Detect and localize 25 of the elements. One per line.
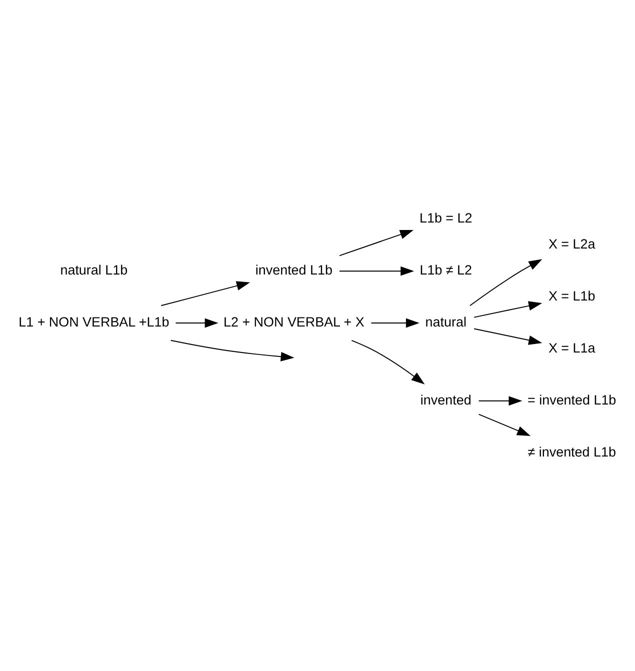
node-text: L1 + NON VERBAL +L1b — [18, 314, 170, 330]
arrow — [339, 266, 414, 276]
node-text: X = L1a — [548, 340, 596, 356]
node-text: invented — [420, 392, 472, 407]
node-text: invented L1b — [255, 262, 332, 278]
arrow — [474, 328, 542, 344]
arrow — [478, 396, 522, 406]
arrow — [478, 413, 531, 436]
arrow — [474, 300, 542, 318]
arrow — [351, 339, 425, 384]
node-text: X = L2a — [548, 236, 596, 252]
arrow — [175, 318, 218, 328]
arrow — [470, 258, 542, 306]
arrow — [339, 229, 414, 256]
node-text: X = L1b — [548, 288, 596, 304]
arrow — [160, 280, 250, 306]
node-text: natural — [425, 314, 466, 330]
arrow — [370, 318, 420, 328]
arrow — [170, 339, 294, 361]
node-text: L2 + NON VERBAL + X — [224, 314, 364, 330]
node-text: = invented L1b — [528, 392, 616, 407]
node-text: L1b = L2 — [420, 210, 472, 226]
node-text: natural L1b — [60, 262, 128, 278]
node-text: L1b ≠ L2 — [420, 262, 472, 278]
node-text: ≠ invented L1b — [528, 444, 616, 459]
